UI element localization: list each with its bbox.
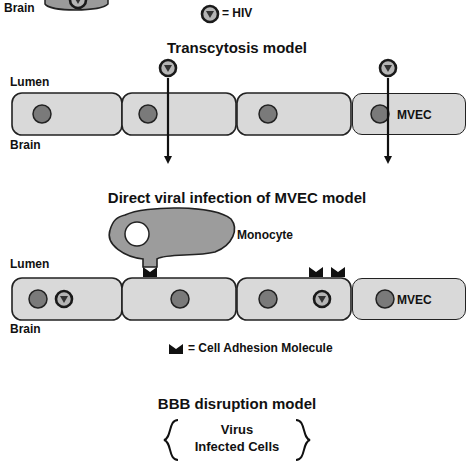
cell-fragment [45, 0, 108, 10]
cell-nucleus [29, 290, 47, 308]
adhesion-symbol [169, 344, 183, 354]
mvec-cell [12, 278, 122, 320]
region-label: Lumen [10, 258, 49, 271]
legend-text: = Cell Adhesion Molecule [188, 342, 333, 355]
hiv-particle [70, 0, 86, 8]
monocyte-body [109, 208, 234, 267]
region-label: Brain [10, 323, 41, 336]
mvec-cell [12, 93, 122, 135]
hiv-particle [56, 291, 72, 307]
section-title: Virus [0, 423, 474, 437]
monocyte: Monocyte [105, 205, 305, 269]
cell-nucleus [139, 105, 157, 123]
monocyte-nucleus [125, 222, 149, 246]
mvec-cell [122, 93, 236, 135]
brace [164, 420, 178, 460]
region-label: Brain [4, 2, 35, 15]
legend-text: = HIV [222, 7, 252, 20]
brace [296, 420, 310, 460]
adhesion-molecule [309, 267, 323, 277]
section-title: BBB disruption model [0, 396, 474, 413]
adhesion-molecule [143, 267, 157, 277]
cell-nucleus [259, 290, 277, 308]
hiv-symbol [202, 6, 218, 22]
cell-label: MVEC [397, 109, 432, 122]
adhesion-molecule [331, 267, 345, 277]
cell-nucleus [259, 105, 277, 123]
cell-nucleus [33, 105, 51, 123]
section-title: Transcytosis model [0, 40, 474, 57]
mvec-cell: MVEC [352, 278, 466, 320]
hiv-particle [314, 291, 330, 307]
hiv-particle [160, 60, 176, 76]
mvec-cell [237, 93, 351, 135]
mvec-cell [122, 278, 236, 320]
mvec-cell: MVEC [352, 93, 466, 135]
cell-label: Monocyte [237, 229, 293, 242]
section-title: Direct viral infection of MVEC model [0, 190, 474, 207]
transcytosis-arrow [167, 78, 169, 160]
cell-nucleus [171, 290, 189, 308]
region-label: Lumen [10, 76, 49, 89]
hiv-particle [380, 60, 396, 76]
region-label: Brain [10, 139, 41, 152]
cell-label: MVEC [397, 294, 432, 307]
mvec-cell [237, 278, 351, 320]
section-title: Infected Cells [0, 440, 474, 454]
